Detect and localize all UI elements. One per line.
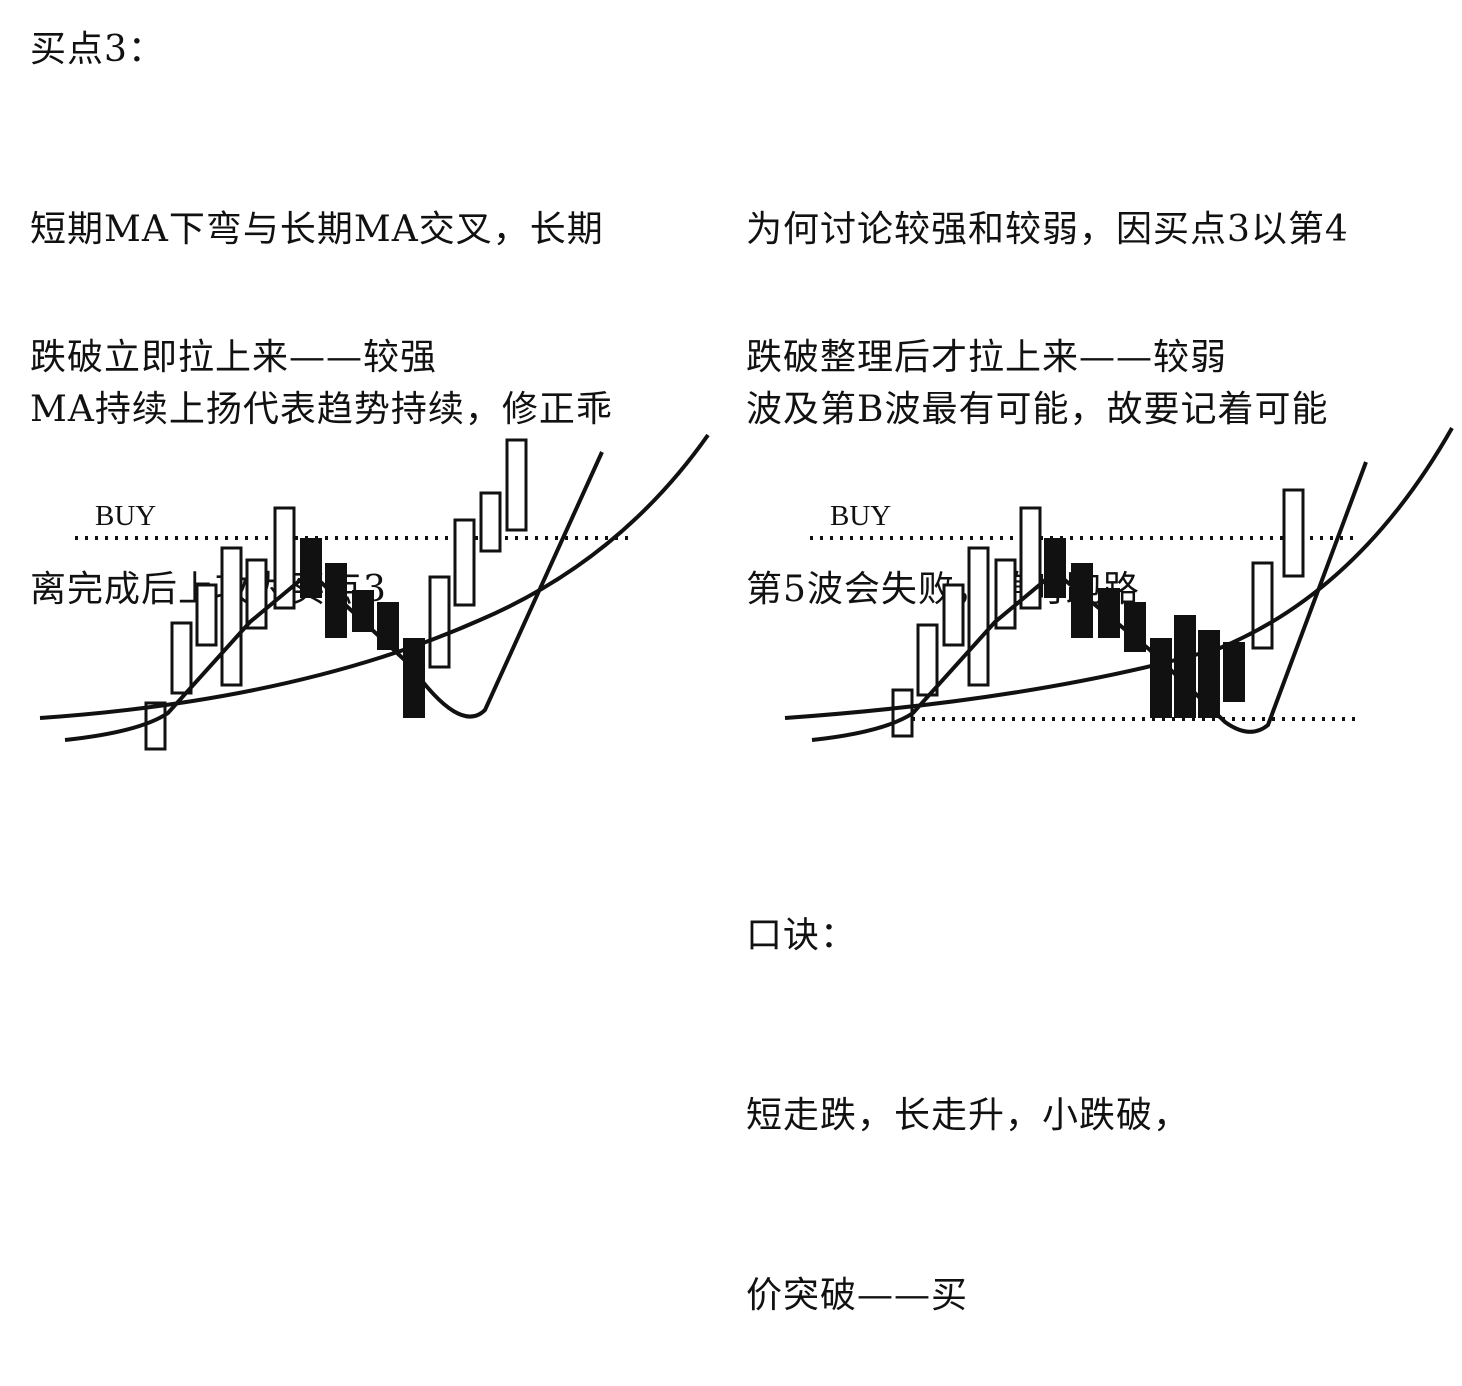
bearish-candle xyxy=(1098,588,1120,638)
bullish-candle xyxy=(1282,488,1305,578)
right-explanation-line: 为何讨论较强和较弱，因买点3以第4 xyxy=(746,209,1349,250)
heading: 买点3： xyxy=(30,29,165,70)
left-buy-label: BUY xyxy=(95,500,156,532)
bearish-candle xyxy=(1124,602,1146,652)
mnemonic-line: 价突破——买 xyxy=(746,1275,969,1316)
bullish-candle xyxy=(195,583,218,647)
bullish-candle xyxy=(273,506,296,610)
right-short-term-ma-curve xyxy=(811,461,1368,742)
bearish-candle xyxy=(403,638,425,718)
bullish-candle xyxy=(1251,561,1274,650)
right-candles xyxy=(891,488,1305,738)
right-diagram-caption: 跌破整理后才拉上来——较弱 xyxy=(746,337,1228,378)
bullish-candle xyxy=(942,583,965,647)
bullish-candle xyxy=(891,688,914,738)
mnemonic-title: 口诀： xyxy=(746,915,858,956)
right-long-term-ma-curve xyxy=(784,427,1454,720)
mnemonic-line: 短走跌，长走升，小跌破， xyxy=(746,1095,1191,1136)
right-buy-label: BUY xyxy=(830,500,891,532)
bearish-candle xyxy=(1044,538,1066,598)
bearish-candle xyxy=(325,563,347,638)
bullish-candle xyxy=(967,546,990,687)
bullish-candle xyxy=(479,491,502,553)
bullish-candle xyxy=(170,621,193,695)
left-long-term-ma-curve xyxy=(39,433,710,720)
bearish-candle xyxy=(1071,563,1093,638)
candlestick-diagrams: BUY BUY xyxy=(39,427,1454,751)
left-explanation-line: 短期MA下弯与长期MA交叉，长期 xyxy=(30,209,604,250)
left-candlestick-diagram: BUY xyxy=(39,433,710,751)
right-explanation-line: 波及第B波最有可能，故要记着可能 xyxy=(746,389,1329,430)
bullish-candle xyxy=(453,518,476,607)
mnemonic: 口诀： 短走跌，长走升，小跌破， 价突破——买 xyxy=(746,786,1190,1386)
bearish-candle xyxy=(352,590,374,632)
left-short-term-ma-curve xyxy=(64,451,604,742)
right-candlestick-diagram: BUY xyxy=(784,427,1454,742)
bullish-candle xyxy=(220,546,243,687)
bullish-candle xyxy=(1019,506,1042,610)
bullish-candle xyxy=(505,438,528,532)
bearish-candle xyxy=(1150,638,1172,718)
left-explanation-line: MA持续上扬代表趋势持续，修正乖 xyxy=(30,389,613,430)
bullish-candle xyxy=(916,623,939,697)
bullish-candle xyxy=(144,701,167,751)
left-bearish-candles xyxy=(300,538,425,718)
bearish-candle xyxy=(300,538,322,598)
bearish-candle xyxy=(1174,615,1196,718)
bearish-candle xyxy=(1223,642,1245,702)
left-diagram-caption: 跌破立即拉上来——较强 xyxy=(30,337,438,378)
bullish-candle xyxy=(428,575,451,669)
right-bearish-candles xyxy=(1044,538,1245,718)
